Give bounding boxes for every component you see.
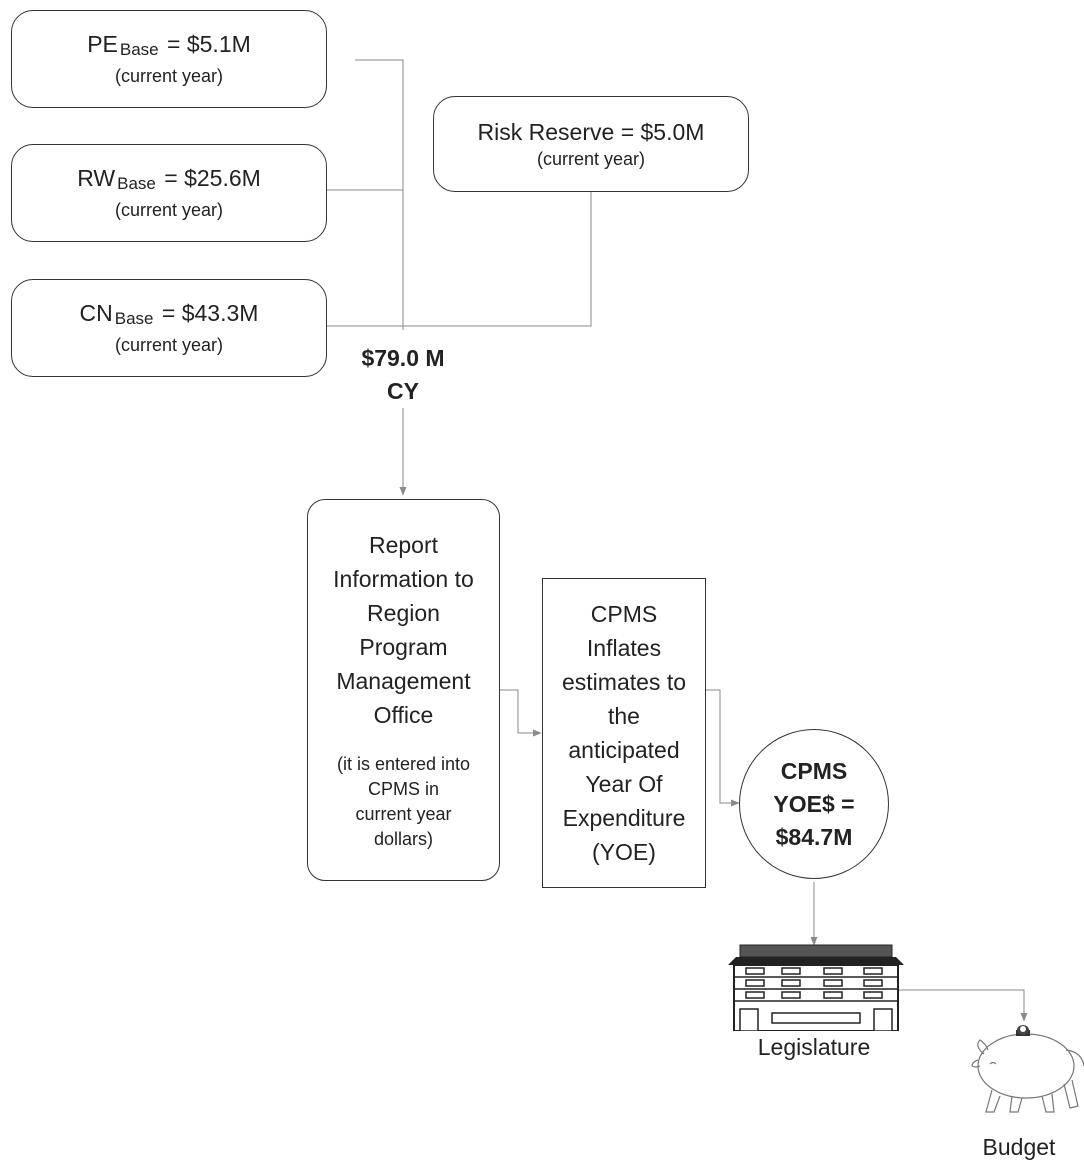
cn-base-subscript: Base	[114, 309, 154, 328]
yoe-line: $84.7M	[775, 823, 853, 850]
report-note-line: current year	[355, 804, 452, 824]
report-line: Office	[373, 702, 434, 728]
risk-connector	[403, 192, 592, 327]
rw-base-value: = $25.6M	[164, 165, 261, 191]
report-line: Region	[367, 600, 440, 626]
pe-base-subscript: Base	[119, 40, 159, 59]
cpms-line: Inflates	[586, 635, 662, 661]
report-information-box: Report Information to Region Program Man…	[307, 499, 500, 881]
rw-base-subscript: Base	[117, 174, 156, 193]
cpms-line: CPMS	[590, 601, 658, 627]
risk-reserve-title: Risk Reserve = $5.0M	[477, 118, 705, 145]
cpms-line: (YOE)	[592, 839, 656, 865]
rw-base-note: (current year)	[114, 200, 224, 220]
cn-base-note: (current year)	[114, 335, 224, 355]
total-amount: $79.0 M	[361, 345, 445, 371]
budget-label: Budget	[982, 1134, 1056, 1160]
cn-base-value: = $43.3M	[161, 300, 259, 326]
cpms-line: estimates to	[562, 669, 686, 695]
total-cy-label: $79.0 M CY	[330, 342, 476, 408]
risk-reserve-box: Risk Reserve = $5.0M (current year)	[433, 96, 749, 192]
report-line: Management	[336, 668, 471, 694]
total-unit: CY	[387, 378, 419, 404]
legislature-label: Legislature	[757, 1034, 871, 1060]
report-line: Report	[368, 532, 439, 558]
cpms-inflates-box: CPMS Inflates estimates to the anticipat…	[542, 578, 706, 888]
pe-connector	[355, 59, 404, 330]
cn-base-prefix: CN	[79, 300, 113, 326]
cpms-line: anticipated	[568, 737, 680, 763]
report-line: Information to	[333, 566, 474, 592]
legislature-to-budget-arrow	[898, 989, 1028, 1022]
pe-base-note: (current year)	[114, 66, 224, 86]
rw-base-prefix: RW	[77, 165, 116, 191]
legislature-building-icon	[728, 944, 904, 1031]
cpms-line: the	[608, 703, 640, 729]
risk-reserve-note: (current year)	[536, 148, 646, 169]
cpms-to-yoe-arrow	[706, 689, 740, 807]
piggy-bank-icon	[971, 1025, 1084, 1113]
report-note-line: CPMS in	[367, 779, 439, 799]
pe-base-value: = $5.1M	[167, 31, 251, 57]
cpms-yoe-circle: CPMS YOE$ = $84.7M	[739, 729, 889, 879]
cpms-line: Year Of	[585, 771, 663, 797]
pe-base-prefix: PE	[87, 31, 118, 57]
report-note-line: (it is entered into	[336, 754, 471, 774]
cpms-line: Expenditure	[562, 805, 686, 831]
report-line: Program	[359, 634, 448, 660]
report-note-line: dollars)	[373, 829, 433, 849]
yoe-line: YOE$ =	[773, 790, 855, 817]
report-to-cpms-arrow	[500, 689, 542, 737]
yoe-line: CPMS	[780, 757, 848, 784]
